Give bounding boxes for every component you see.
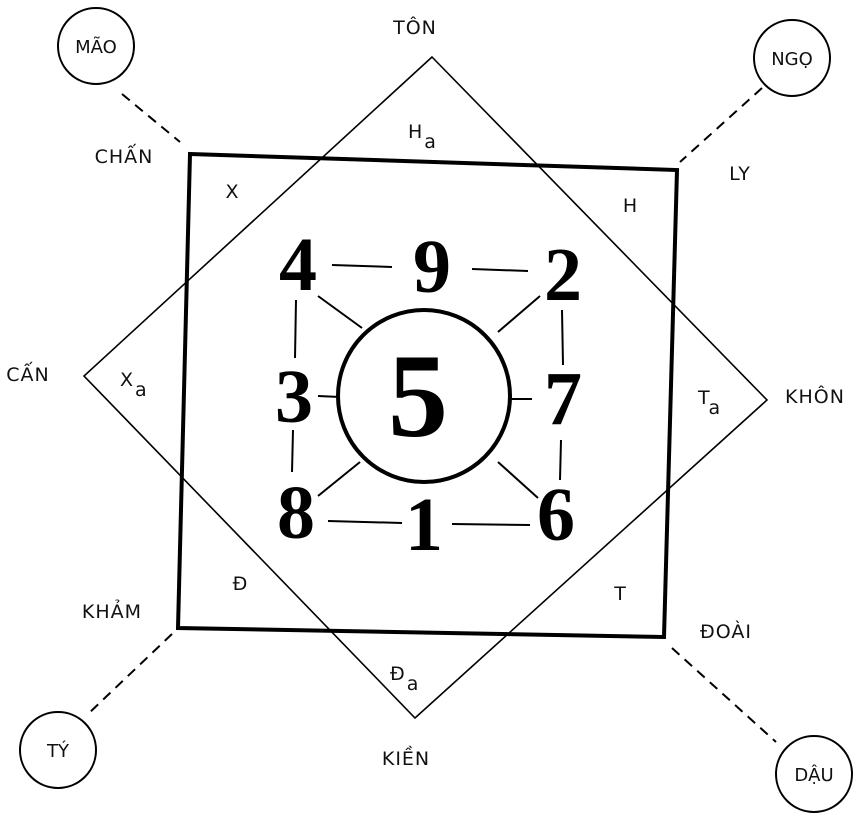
- direction-kien: KIỀN: [382, 745, 430, 770]
- grid-number-5: 5: [388, 329, 448, 462]
- direction-khon: KHÔN: [785, 384, 845, 408]
- grid-number-7: 7: [544, 357, 582, 441]
- corner-h: H: [623, 195, 637, 217]
- center-circle: [336, 308, 512, 484]
- direction-ton: TÔN: [392, 15, 437, 39]
- animal-mao: MÃO: [75, 36, 117, 58]
- circle-ty: [19, 711, 97, 789]
- direction-can: CẤN: [6, 361, 49, 386]
- animal-dau: DẬU: [794, 764, 833, 786]
- direction-ly: LY: [729, 163, 751, 185]
- grid-links: [291, 264, 564, 526]
- animal-ty: TÝ: [46, 740, 70, 762]
- grid-number-6: 6: [537, 473, 575, 557]
- corner-t: T: [613, 583, 626, 605]
- corner-x: X: [225, 181, 238, 203]
- circle-dau: [775, 735, 853, 813]
- outer-square: [175, 151, 680, 640]
- direction-kham: KHẢM: [82, 598, 142, 623]
- grid-number-1: 1: [405, 483, 443, 567]
- dash-top-right: [679, 87, 763, 163]
- circle-ngo: [753, 19, 831, 97]
- grid-number-8: 8: [277, 471, 315, 555]
- dash-top-left: [121, 93, 181, 143]
- animal-ngo: NGỌ: [771, 49, 813, 70]
- dash-bottom-right: [671, 647, 777, 743]
- outer-diamond: [82, 55, 769, 720]
- grid-number-3: 3: [275, 355, 313, 439]
- corner-d: Đ: [233, 573, 248, 595]
- direction-doai: ĐOÀI: [700, 620, 752, 643]
- grid-number-4: 4: [279, 223, 317, 307]
- direction-chan: CHẤN: [95, 143, 154, 168]
- grid-number-2: 2: [544, 233, 582, 317]
- grid-number-9: 9: [413, 225, 451, 309]
- circle-mao: [57, 7, 135, 85]
- dash-bottom-left: [87, 633, 173, 715]
